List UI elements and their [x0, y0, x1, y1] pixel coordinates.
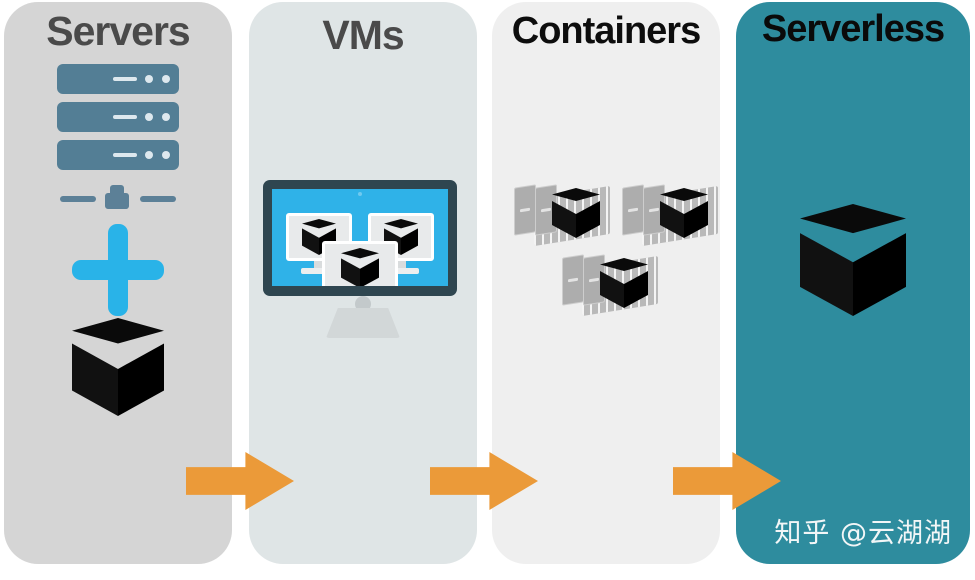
network-connector-icon	[58, 185, 178, 209]
panel-title-vms: VMs	[322, 12, 404, 58]
panel-title-containers: Containers	[511, 10, 701, 52]
mini-monitor-neck	[314, 261, 324, 269]
arrow-right-icon	[430, 452, 538, 510]
mini-monitor-neck	[396, 261, 406, 269]
arrow-vms-to-containers	[430, 452, 538, 510]
arrow-servers-to-vms	[186, 452, 294, 510]
cube-icon	[341, 248, 379, 286]
server-rack-group	[57, 64, 179, 178]
plus-horizontal-bar	[72, 260, 164, 280]
watermark-text: 知乎 @云湖湖	[774, 518, 952, 549]
cube-top-face	[600, 258, 648, 271]
arrow-containers-to-serverless	[673, 452, 781, 510]
container-door-left	[514, 184, 536, 236]
server-status-bar	[113, 77, 137, 81]
plus-icon	[72, 224, 164, 316]
server-rack-icon	[57, 140, 179, 170]
cube-top-face	[302, 219, 336, 229]
container-group	[492, 184, 720, 324]
mini-monitor-icon	[322, 241, 398, 286]
monitor-base	[326, 308, 400, 338]
server-led-icon	[145, 151, 153, 159]
shipping-container-icon	[562, 254, 658, 317]
arrow-right-icon	[673, 452, 781, 510]
server-status-bar	[113, 153, 137, 157]
container-handle	[520, 207, 530, 213]
server-led-icon	[162, 151, 170, 159]
server-led-icon	[145, 75, 153, 83]
cube-top-face	[660, 188, 708, 201]
mini-monitor-base	[301, 268, 337, 274]
container-handle	[568, 277, 578, 283]
panel-title-servers: Servers	[46, 8, 190, 54]
cube-icon	[660, 188, 708, 238]
mini-monitor-screen	[322, 241, 398, 286]
container-handle	[541, 207, 551, 213]
connector-plug-body	[105, 193, 129, 209]
cube-top-face	[341, 248, 379, 259]
container-door-left	[562, 254, 584, 306]
server-rack-icon	[57, 64, 179, 94]
connector-line-right	[140, 196, 176, 202]
container-handle	[628, 207, 638, 213]
monitor-screen	[272, 189, 448, 286]
container-handle	[649, 207, 659, 213]
cube-icon	[600, 258, 648, 308]
panel-title-serverless: Serverless	[761, 8, 945, 50]
container-door-left	[622, 184, 644, 236]
server-led-icon	[145, 113, 153, 121]
server-status-bar	[113, 115, 137, 119]
arrow-right-icon	[186, 452, 294, 510]
cube-icon	[800, 204, 906, 316]
server-rack-icon	[57, 102, 179, 132]
webcam-icon	[358, 192, 362, 196]
cube-top-face	[384, 219, 418, 229]
mini-monitor-base	[383, 268, 419, 274]
shipping-container-icon	[514, 184, 610, 247]
panel-servers[interactable]: Servers	[4, 2, 232, 564]
server-led-icon	[162, 75, 170, 83]
cube-icon	[72, 318, 164, 416]
cube-top-face	[552, 188, 600, 201]
desktop-monitor-icon	[263, 180, 463, 340]
panel-vms[interactable]: VMs	[249, 2, 477, 564]
shipping-container-icon	[622, 184, 718, 247]
monitor-bezel	[263, 180, 457, 296]
panel-serverless[interactable]: Serverless 知乎 @云湖湖	[736, 2, 970, 564]
connector-line-left	[60, 196, 96, 202]
container-handle	[589, 277, 599, 283]
cube-icon	[552, 188, 600, 238]
server-led-icon	[162, 113, 170, 121]
connector-plug-head	[110, 185, 124, 195]
